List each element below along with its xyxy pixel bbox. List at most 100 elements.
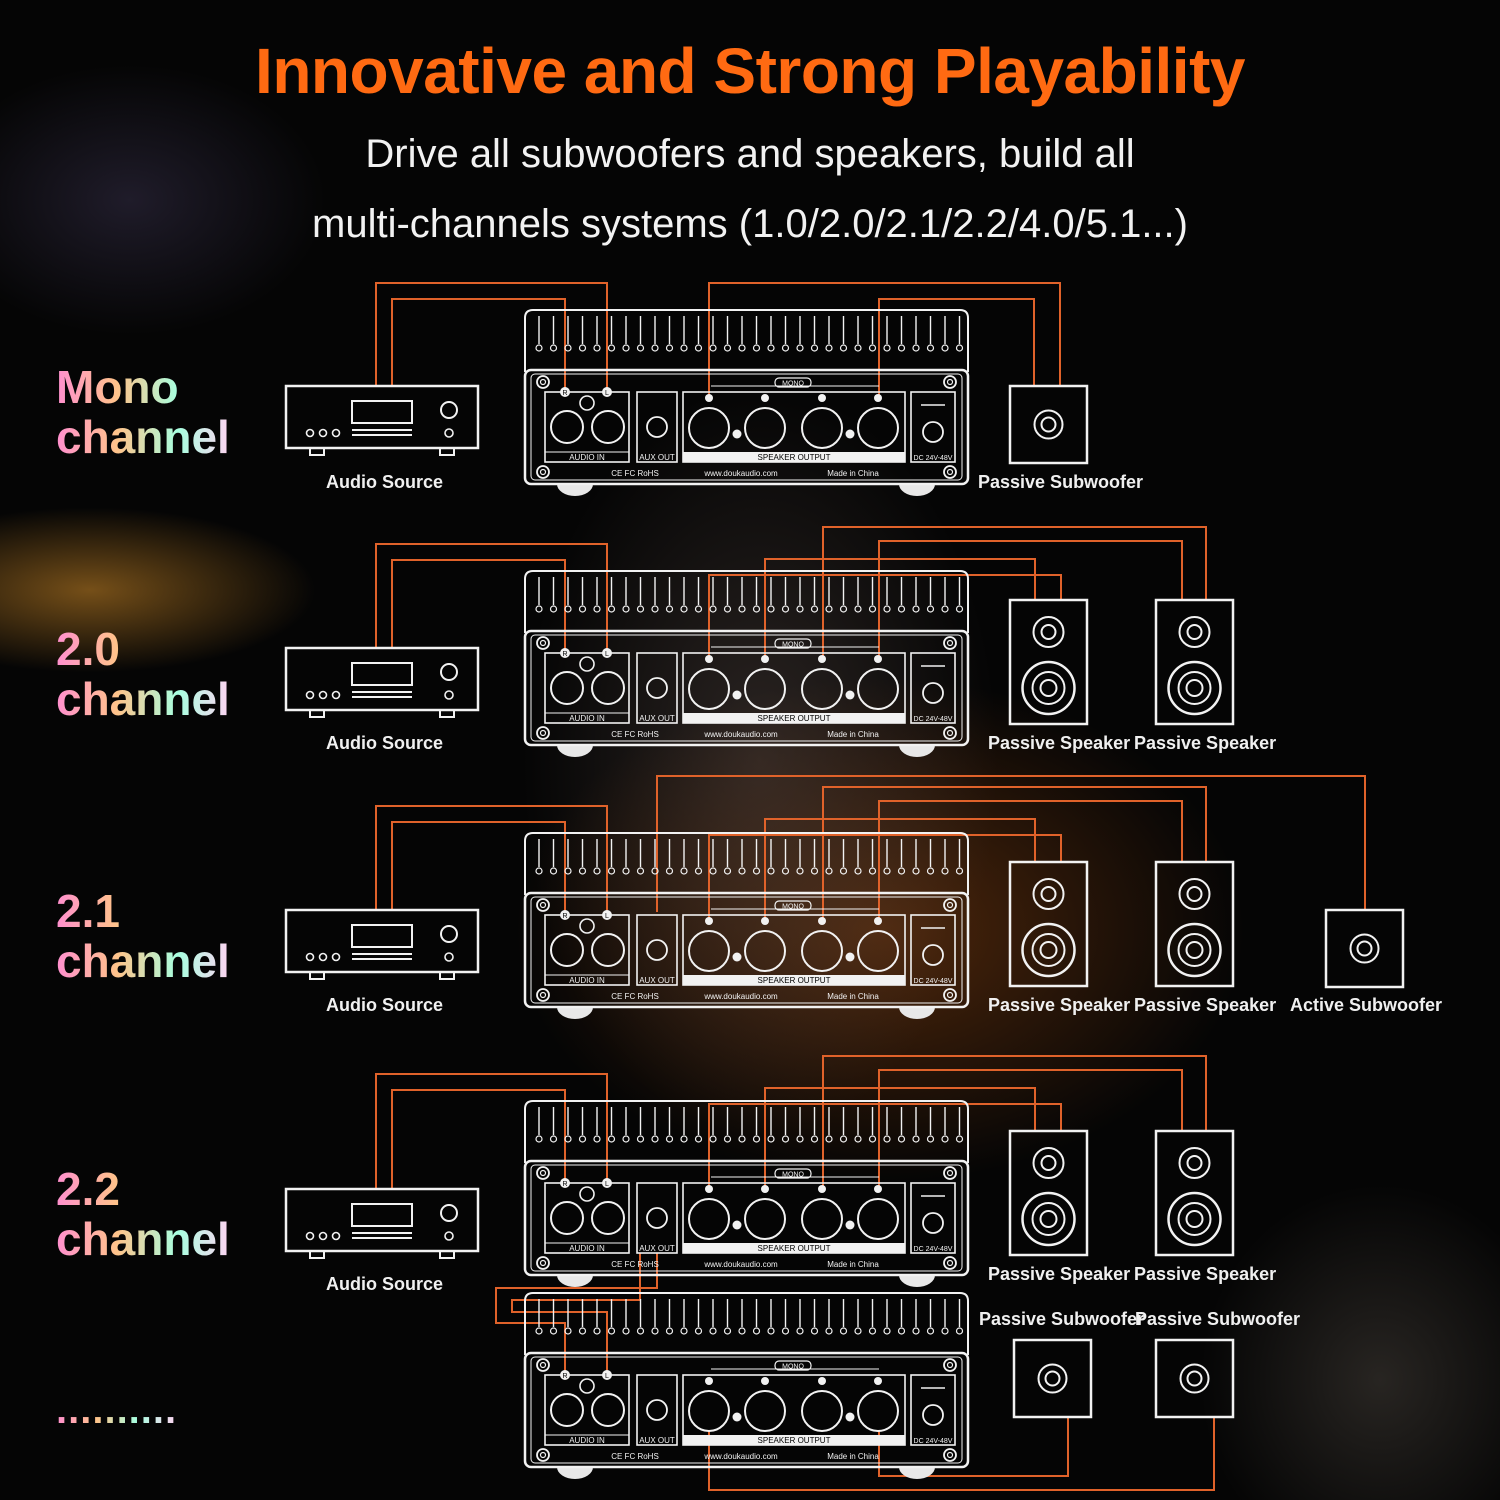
amp-dc-input bbox=[910, 391, 956, 463]
amp-channel-marker bbox=[732, 429, 742, 439]
amp-fin bbox=[665, 867, 674, 875]
amp-screw bbox=[943, 898, 957, 912]
amp-screw bbox=[539, 1169, 547, 1177]
source-foot bbox=[309, 971, 325, 980]
panel-text: CE FC RoHS bbox=[611, 730, 659, 739]
amp-polarity-marker bbox=[761, 655, 769, 663]
amp-polarity-marker bbox=[705, 394, 713, 402]
amp-fin bbox=[854, 605, 862, 613]
amp-fin bbox=[709, 344, 717, 352]
amp-polarity-marker bbox=[705, 1377, 713, 1385]
amp-binding-post bbox=[744, 668, 786, 710]
signal-wire bbox=[375, 805, 608, 915]
tweeter bbox=[1040, 886, 1057, 902]
amp-dc-input bbox=[910, 1182, 956, 1254]
source-foot bbox=[439, 447, 455, 456]
panel-text: CE FC RoHS bbox=[611, 469, 659, 478]
panel-text: AUX OUT bbox=[639, 714, 675, 723]
amp-fin bbox=[912, 1327, 920, 1335]
amp-fin bbox=[839, 605, 848, 613]
amp-channel-marker bbox=[845, 1220, 855, 1230]
amp-fin bbox=[738, 605, 746, 613]
amp-fin bbox=[738, 344, 746, 352]
amp-fin bbox=[694, 867, 703, 875]
amp-fin bbox=[825, 1135, 833, 1143]
woofer bbox=[1021, 1191, 1076, 1247]
amp-heatsink bbox=[524, 832, 969, 895]
panel-text: MONO bbox=[782, 1364, 804, 1371]
source-button bbox=[331, 690, 341, 700]
signal-wire bbox=[878, 1416, 1069, 1477]
source-body bbox=[284, 646, 480, 712]
tweeter bbox=[1178, 616, 1211, 648]
panel-text: SPEAKER OUTPUT bbox=[758, 976, 831, 985]
amp-screw bbox=[943, 1166, 957, 1180]
tweeter bbox=[1032, 616, 1065, 648]
passive-speaker-icon bbox=[1154, 860, 1235, 988]
amp-screw bbox=[946, 1259, 954, 1267]
source-button bbox=[331, 1231, 341, 1241]
subwoofer-driver bbox=[1186, 1370, 1203, 1387]
amp-l-marker bbox=[602, 387, 612, 397]
signal-wire bbox=[764, 1087, 1036, 1189]
panel-text: CE FC RoHS bbox=[611, 992, 659, 1001]
amp-screw bbox=[539, 729, 547, 737]
amp-fin bbox=[636, 1135, 645, 1143]
signal-wire bbox=[822, 1055, 1207, 1189]
amp-fin bbox=[781, 1135, 790, 1143]
signal-wire bbox=[708, 1416, 1215, 1491]
amp-fin bbox=[680, 1327, 688, 1335]
amp-fin bbox=[549, 605, 558, 613]
amp-outline bbox=[524, 309, 969, 372]
amp-fin bbox=[883, 867, 891, 875]
passive-speaker-label: Passive Speaker bbox=[1134, 995, 1277, 1015]
panel-text: AUX OUT bbox=[639, 1436, 675, 1445]
amp-speaker-output bbox=[682, 391, 906, 463]
amp-screw bbox=[943, 465, 957, 479]
amp-label-strip bbox=[544, 451, 630, 463]
source-button bbox=[331, 428, 341, 438]
amp-fin bbox=[752, 344, 761, 352]
amp-fin bbox=[883, 1135, 891, 1143]
passive-speaker-label: Passive Speaker bbox=[1134, 1264, 1277, 1284]
amp-binding-post bbox=[801, 668, 843, 710]
amp-fin bbox=[781, 867, 790, 875]
subwoofer-cabinet bbox=[1008, 384, 1089, 465]
amp-fin bbox=[955, 1327, 964, 1335]
signal-wire bbox=[708, 282, 1061, 398]
amp-fin bbox=[578, 605, 587, 613]
woofer bbox=[1167, 1191, 1222, 1247]
amp-fin bbox=[810, 1135, 819, 1143]
amp-aux-jack bbox=[646, 416, 668, 438]
amp-l-marker bbox=[602, 1178, 612, 1188]
amp-screw bbox=[539, 639, 547, 647]
amp-fin bbox=[564, 867, 572, 875]
amp-polarity-marker bbox=[818, 655, 826, 663]
amp-fin bbox=[825, 867, 833, 875]
amp-fin bbox=[767, 867, 775, 875]
amp-fin bbox=[955, 1135, 964, 1143]
amp-rca-r bbox=[550, 1201, 584, 1235]
amp-screw bbox=[943, 988, 957, 1002]
amp-fin bbox=[941, 605, 949, 613]
amp-screw bbox=[946, 639, 954, 647]
amp-rca-center bbox=[579, 918, 595, 934]
source-foot bbox=[309, 1250, 325, 1259]
amp-screw bbox=[536, 375, 550, 389]
speaker-cabinet bbox=[1008, 860, 1089, 988]
amp-channel-marker bbox=[732, 1220, 742, 1230]
amp-screw bbox=[539, 378, 547, 386]
amp-fin bbox=[593, 1135, 601, 1143]
amp-fin bbox=[636, 344, 645, 352]
amp-binding-post bbox=[688, 930, 730, 972]
amp-fin bbox=[897, 605, 906, 613]
signal-wire bbox=[764, 818, 1036, 921]
amp-fin bbox=[709, 605, 717, 613]
amp-fin bbox=[636, 605, 645, 613]
amp-dc-input bbox=[910, 1374, 956, 1446]
amp-fin bbox=[926, 1327, 935, 1335]
tweeter bbox=[1186, 1155, 1203, 1171]
amp-screw bbox=[539, 901, 547, 909]
source-button bbox=[305, 1231, 315, 1241]
